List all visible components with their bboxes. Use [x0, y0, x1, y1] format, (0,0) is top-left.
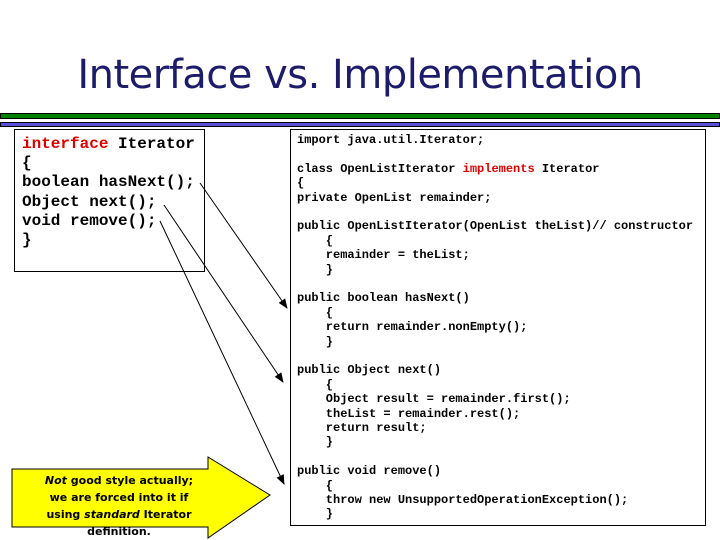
code-line: public boolean hasNext() — [297, 291, 705, 305]
code-text: public OpenListIterator(OpenList theList… — [297, 219, 694, 234]
note-emphasis-standard: standard — [84, 508, 140, 521]
code-text: return remainder.nonEmpty(); — [297, 320, 528, 335]
code-line: interface Iterator — [22, 135, 204, 154]
note-line-1: good style actually; — [66, 474, 194, 487]
code-line: void remove(); — [22, 212, 204, 231]
code-line: public OpenListIterator(OpenList theList… — [297, 219, 705, 233]
code-line: remainder = theList; — [297, 248, 705, 262]
code-text: } — [297, 334, 334, 349]
code-line: { — [297, 378, 705, 392]
code-text: } — [297, 435, 334, 450]
code-line: public Object next() — [297, 363, 705, 377]
code-text: { — [297, 377, 334, 392]
code-line: boolean hasNext(); — [22, 173, 204, 192]
code-line: { — [297, 306, 705, 320]
code-line: } — [297, 263, 705, 277]
code-text: public Object next() — [297, 363, 442, 378]
arrow-hasnext — [199, 182, 288, 309]
code-keyword: interface — [22, 135, 109, 153]
code-line: { — [22, 154, 204, 173]
code-text: { — [297, 305, 334, 320]
code-line: } — [22, 231, 204, 250]
note-line-3a: using — [46, 508, 85, 521]
code-text: { — [22, 154, 32, 173]
code-line: } — [297, 335, 705, 349]
arrow-next — [163, 204, 284, 383]
code-text: Object next(); — [22, 192, 157, 211]
note-line-3b: Iterator definition. — [87, 508, 192, 538]
callout-arrow-shape — [11, 456, 271, 539]
code-text: } — [22, 231, 32, 250]
code-text: public boolean hasNext() — [297, 291, 470, 306]
code-line: } — [297, 435, 705, 449]
code-line: private OpenList remainder; — [297, 191, 705, 205]
code-text: import java.util.Iterator; — [297, 133, 485, 147]
code-line: { — [297, 479, 705, 493]
interface-code-box: interface Iterator{boolean hasNext();Obj… — [14, 129, 205, 272]
code-line: Object next(); — [22, 193, 204, 212]
code-text: throw new UnsupportedOperationException(… — [297, 493, 629, 508]
code-text: boolean hasNext(); — [22, 173, 195, 192]
slide-title: Interface vs. Implementation — [77, 52, 643, 98]
code-text: } — [297, 507, 334, 522]
code-line: { — [297, 176, 705, 190]
note-line-2: we are forced into it if — [49, 491, 189, 504]
code-text: class OpenListIterator — [297, 161, 463, 176]
code-text: theList = remainder.rest(); — [297, 406, 521, 421]
code-text: { — [297, 176, 305, 191]
code-text: void remove(); — [22, 211, 157, 230]
code-text: Object result = remainder.first(); — [297, 392, 571, 407]
code-text: { — [297, 478, 334, 493]
code-text: remainder = theList; — [297, 248, 470, 263]
code-text: { — [297, 233, 334, 248]
code-line: Object result = remainder.first(); — [297, 392, 705, 406]
code-line: theList = remainder.rest(); — [297, 407, 705, 421]
code-line: throw new UnsupportedOperationException(… — [297, 493, 705, 507]
code-line: return result; — [297, 421, 705, 435]
code-keyword: implements — [462, 161, 535, 176]
code-line: class OpenListIterator implements Iterat… — [297, 162, 705, 176]
code-line: { — [297, 234, 705, 248]
code-text: private OpenList remainder; — [297, 190, 492, 205]
code-text: Iterator — [534, 161, 600, 176]
code-text: return result; — [297, 421, 427, 436]
code-line: } — [297, 507, 705, 521]
code-line: import java.util.Iterator; — [297, 133, 705, 147]
code-line: return remainder.nonEmpty(); — [297, 320, 705, 334]
code-text: public void remove() — [297, 464, 442, 479]
code-text: } — [297, 262, 334, 277]
note-emphasis: Not — [44, 474, 67, 487]
arrow-remove — [159, 220, 285, 485]
implementation-code-box: import java.util.Iterator; class OpenList… — [290, 129, 706, 526]
code-text: Iterator — [108, 135, 195, 153]
code-line: public void remove() — [297, 464, 705, 478]
callout-note: Not good style actually; we are forced i… — [14, 472, 224, 540]
